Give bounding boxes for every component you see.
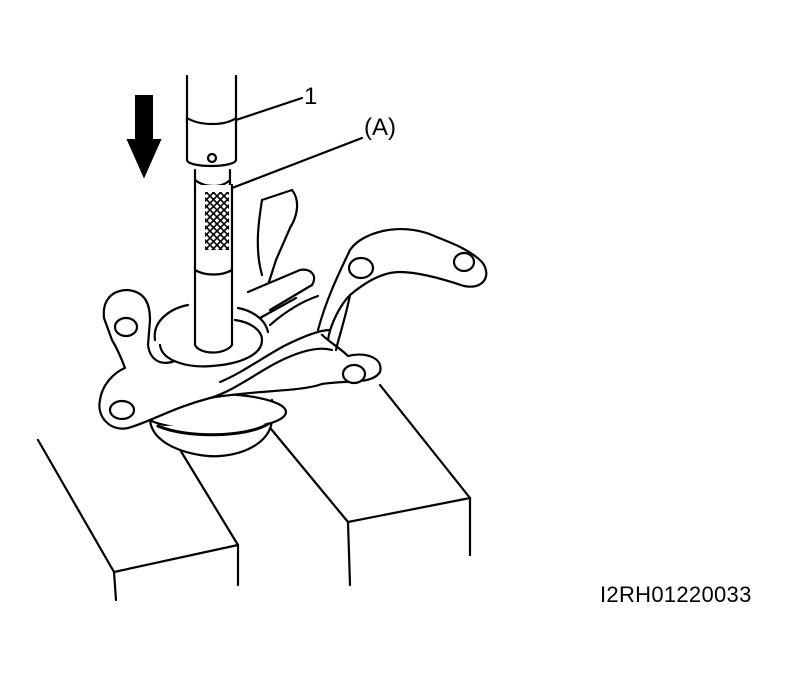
figure-code: I2RH01220033 — [600, 582, 752, 607]
callout-1: 1 — [304, 83, 318, 110]
mount-hole-front-upper — [113, 316, 139, 338]
leader-line-1 — [234, 96, 304, 122]
arrow-down-icon — [126, 95, 162, 179]
mount-hole-arm-end — [452, 251, 476, 273]
mount-hole-front-lower — [108, 399, 136, 421]
callout-a: (A) — [364, 114, 396, 141]
mount-hole-arm — [347, 256, 375, 280]
press-tool — [185, 74, 238, 188]
mount-hole-rear — [341, 363, 367, 385]
leader-line-a — [230, 136, 364, 190]
installer-shaft — [193, 183, 234, 354]
support-block-right — [260, 383, 472, 587]
steering-knuckle — [98, 188, 488, 430]
